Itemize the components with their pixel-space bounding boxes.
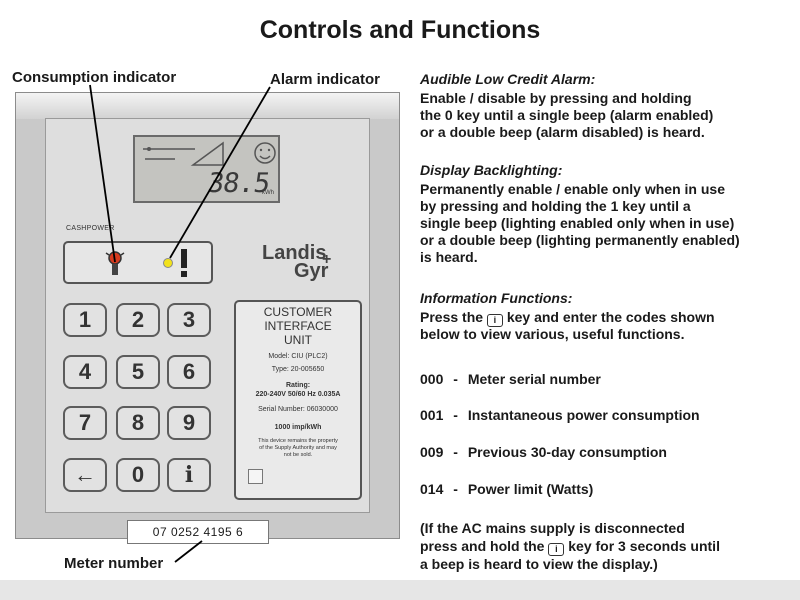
key-info[interactable]: i [167, 458, 211, 492]
code-separator: - [453, 481, 458, 497]
key-8[interactable]: 8 [116, 406, 160, 440]
info-line-2: below to view various, useful functions. [420, 326, 685, 342]
code-row-001: 001 - Instantaneous power consumption [420, 407, 700, 423]
ciu-disclaimer-1: This device remains the property [258, 438, 338, 444]
alarm-line-1: Enable / disable by pressing and holding [420, 90, 692, 106]
info-line-1-pre: Press the [420, 309, 484, 325]
backlight-line-3: single beep (lighting enabled only when … [420, 215, 735, 231]
key-9[interactable]: 9 [167, 406, 211, 440]
key-4[interactable]: 4 [63, 355, 107, 389]
key-5[interactable]: 5 [116, 355, 160, 389]
ciu-rating-label: Rating: [285, 382, 311, 389]
ciu-card-square [248, 469, 263, 484]
note-line-2-post: key for 3 seconds until [568, 538, 720, 554]
ciu-card-title: CUSTOMER INTERFACE UNIT [234, 305, 362, 347]
ciu-disclaimer-3: not be sold. [283, 452, 313, 458]
code-value: 000 [420, 371, 444, 387]
ciu-imp: 1000 imp/kWh [274, 424, 322, 431]
ciu-rating-value: 220-240V 50/60 Hz 0.035A [255, 391, 341, 398]
lcd-unit: kWh [262, 190, 274, 196]
brand-logo-line1: Landis [262, 242, 327, 264]
code-desc: Instantaneous power consumption [467, 407, 700, 423]
note-key-icon: i [548, 543, 565, 556]
page-title: Controls and Functions [259, 16, 541, 44]
key-3[interactable]: 3 [167, 303, 211, 337]
backlight-line-5: is heard. [420, 249, 478, 265]
key-7[interactable]: 7 [63, 406, 107, 440]
alarm-line-3: or a double beep (alarm disabled) is hea… [420, 124, 705, 140]
ciu-serial: Serial Number: 06030000 [258, 406, 338, 413]
backlight-line-4: or a double beep (lighting permanently e… [420, 232, 740, 248]
consumption-indicator-callout: Consumption indicator [12, 69, 177, 86]
alarm-indicator-icon [163, 249, 187, 277]
code-separator: - [453, 444, 458, 460]
info-line-1: Press the i key and enter the codes show… [420, 309, 715, 327]
code-value: 009 [420, 444, 444, 460]
backlight-line-1: Permanently enable / enable only when in… [420, 181, 725, 197]
code-desc: Power limit (Watts) [467, 481, 594, 497]
indicator-panel [63, 241, 213, 284]
note-line-2: press and hold the i key for 3 seconds u… [420, 538, 720, 556]
meter-number-callout: Meter number [64, 555, 164, 572]
ciu-title-line1: CUSTOMER [263, 305, 333, 319]
code-row-014: 014 - Power limit (Watts) [420, 481, 593, 497]
meter-serial-plate: 07 0252 4195 6 [127, 520, 269, 544]
ciu-title-line2: INTERFACE [264, 319, 332, 333]
note-line-2-pre: press and hold the [420, 538, 545, 554]
alarm-heading: Audible Low Credit Alarm: [420, 71, 596, 87]
ciu-model: Model: CIU (PLC2) [268, 353, 328, 360]
note-line-3: a beep is heard to view the display.) [420, 556, 658, 572]
code-row-009: 009 - Previous 30-day consumption [420, 444, 667, 460]
key-2[interactable]: 2 [116, 303, 160, 337]
key-6[interactable]: 6 [167, 355, 211, 389]
code-desc: Meter serial number [467, 371, 601, 387]
code-value: 001 [420, 407, 444, 423]
key-0[interactable]: 0 [116, 458, 160, 492]
backlight-line-2: by pressing and holding the 1 key until … [420, 198, 691, 214]
key-backspace[interactable]: ← [63, 458, 107, 492]
code-desc: Previous 30-day consumption [467, 444, 667, 460]
ciu-disclaimer-2: of the Supply Authority and may [259, 445, 337, 451]
alarm-indicator-callout: Alarm indicator [270, 71, 381, 88]
meter-bevel [16, 93, 399, 119]
bottom-strip [0, 580, 800, 600]
indicator-graphics [105, 249, 187, 277]
code-separator: - [453, 407, 458, 423]
brand-logo-line2: Gyr [294, 260, 329, 282]
note-line-1: (If the AC mains supply is disconnected [420, 520, 685, 536]
cashpower-label: CASHPOWER [66, 225, 115, 232]
backlight-heading: Display Backlighting: [420, 162, 563, 178]
code-row-000: 000 - Meter serial number [420, 371, 601, 387]
info-line-1-post: key and enter the codes shown [506, 309, 715, 325]
code-separator: - [453, 371, 458, 387]
consumption-indicator-icon [105, 251, 125, 275]
ciu-type: Type: 20-005650 [271, 366, 325, 373]
ciu-title-line3: UNIT [284, 333, 312, 347]
brand-logo-plus: + [322, 251, 332, 268]
key-1[interactable]: 1 [63, 303, 107, 337]
info-heading: Information Functions: [420, 290, 573, 306]
code-value: 014 [420, 481, 444, 497]
alarm-line-2: the 0 key until a single beep (alarm ena… [420, 107, 714, 123]
ciu-info-card [234, 300, 362, 500]
